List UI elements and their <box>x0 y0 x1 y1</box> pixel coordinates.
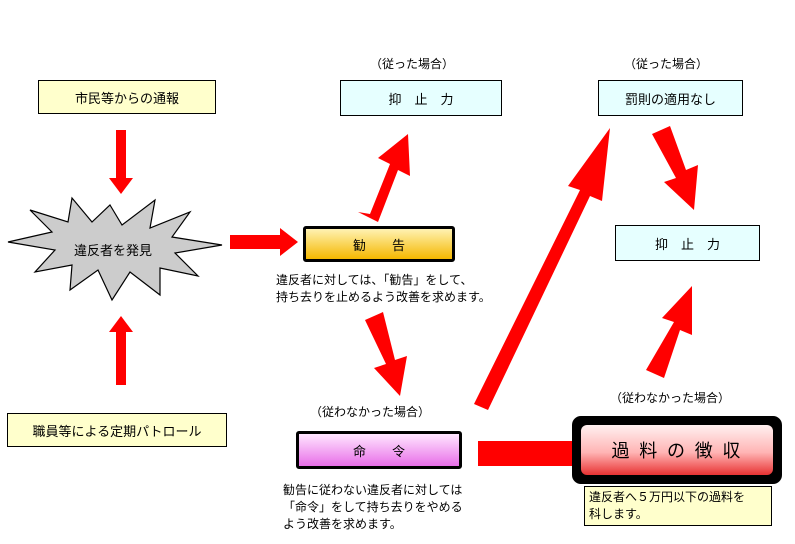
no-penalty-box: 罰則の適用なし <box>598 80 743 116</box>
report-box: 市民等からの通報 <box>38 80 216 114</box>
meirei-note-line-1: 勧告に従わない違反者に対しては <box>283 483 463 497</box>
deterrence-right-label: 抑 止 力 <box>654 237 720 253</box>
meirei-note-line-3: よう改善を求めます。 <box>283 517 402 531</box>
arrow-meirei-to-no-penalty <box>474 128 610 410</box>
obeyed-label-1: （従った場合） <box>370 57 455 71</box>
no-penalty-label: 罰則の適用なし <box>624 92 716 108</box>
karyou-note-line-1: 違反者へ５万円以下の過料を <box>589 490 746 504</box>
kankoku-note-line-2: 持ち去りを止めるよう改善を求めます。 <box>276 290 491 304</box>
kankoku-note: 違反者に対しては、「勧告」をして、 持ち去りを止めるよう改善を求めます。 <box>276 272 491 306</box>
patrol-label: 職員等による定期パトロール <box>32 424 202 440</box>
arrow-karyou-to-deterrence <box>646 286 692 378</box>
karyou-label: 過 料 の 徴 収 <box>611 441 743 462</box>
meirei-label: 命 令 <box>352 444 405 460</box>
arrow-patrol-to-discover <box>109 316 133 385</box>
obeyed-label-2: （従った場合） <box>624 57 709 71</box>
arrow-report-to-discover <box>109 130 133 194</box>
discover-label: 違反者を発見 <box>73 244 152 259</box>
arrow-no-penalty-to-deterrence <box>652 126 698 210</box>
meirei-box: 命 令 <box>296 431 462 469</box>
kankoku-label: 勧 告 <box>352 238 405 254</box>
discover-burst-shape <box>7 196 223 302</box>
karyou-box: 過 料 の 徴 収 <box>572 416 782 484</box>
arrow-kankoku-to-meirei <box>365 312 407 396</box>
karyou-note-box: 違反者へ５万円以下の過料を 科します。 <box>584 486 772 526</box>
deterrence-right-box: 抑 止 力 <box>615 225 760 261</box>
patrol-box: 職員等による定期パトロール <box>7 413 227 447</box>
deterrence-top-box: 抑 止 力 <box>340 80 502 116</box>
arrow-discover-to-kankoku <box>230 228 298 256</box>
arrow-kankoku-to-deterrence <box>358 134 410 222</box>
deterrence-top-label: 抑 止 力 <box>388 92 454 108</box>
disobeyed-label-2: （従わなかった場合） <box>610 391 731 405</box>
kankoku-note-line-1: 違反者に対しては、「勧告」をして、 <box>276 273 473 287</box>
disobeyed-label-1: （従わなかった場合） <box>310 405 431 419</box>
karyou-inner: 過 料 の 徴 収 <box>581 425 773 475</box>
meirei-note-line-2: 「命令」をして持ち去りをやめる <box>283 500 463 514</box>
karyou-note-line-2: 科します。 <box>589 507 648 521</box>
kankoku-box: 勧 告 <box>303 226 455 262</box>
report-label: 市民等からの通報 <box>74 91 179 107</box>
meirei-note: 勧告に従わない違反者に対しては 「命令」をして持ち去りをやめる よう改善を求めま… <box>283 482 493 533</box>
